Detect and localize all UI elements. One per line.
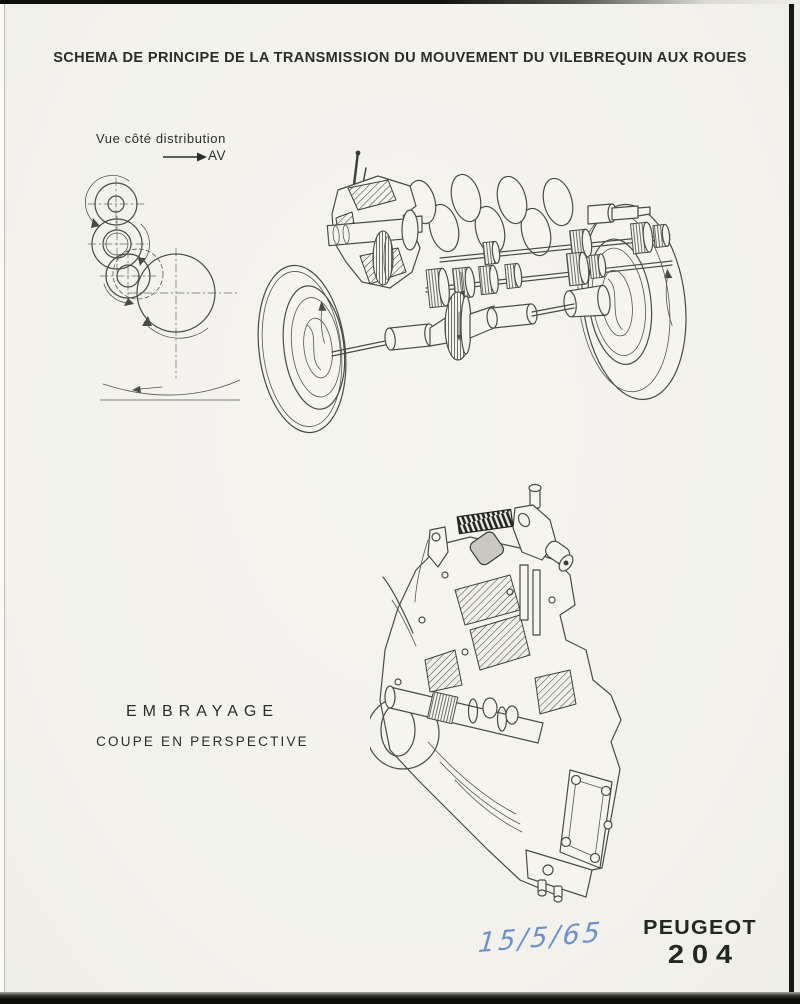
side-flange-plate <box>559 769 613 869</box>
final-drive-axle <box>331 291 575 361</box>
clutch-caption-subtitle: COUPE EN PERSPECTIVE <box>96 734 309 749</box>
photo-edge-right-line <box>789 0 794 1004</box>
clutch-cutaway-figure <box>366 480 670 915</box>
brand-model: 204 <box>667 939 740 969</box>
photo-edge-top <box>0 0 800 4</box>
brand-name: PEUGEOT <box>643 917 757 939</box>
right-axle-stub <box>563 284 611 318</box>
brand-block: PEUGEOT 204 <box>628 917 772 970</box>
timing-gear-1 <box>85 175 138 228</box>
ring-gear <box>444 291 472 361</box>
road-line <box>99 379 241 401</box>
bottom-mount <box>525 849 593 903</box>
scan-edge-left <box>0 0 4 1004</box>
view-side-label: Vue côté distribution <box>96 131 226 146</box>
clutch-assembly <box>326 150 421 289</box>
center-lines <box>87 177 241 379</box>
av-arrow-icon <box>163 152 207 162</box>
wheel-circle <box>136 253 216 339</box>
front-direction: AV <box>163 148 233 164</box>
mainshaft <box>384 685 544 744</box>
clutch-caption-title: EMBRAYAGE <box>126 703 279 720</box>
page-title: SCHEMA DE PRINCIPE DE LA TRANSMISSION DU… <box>53 49 747 66</box>
timing-gear-2 <box>91 218 150 270</box>
photo-edge-left-line <box>4 0 5 1004</box>
scan-edge-right <box>794 0 800 1004</box>
gear-schematic-figure <box>60 170 241 425</box>
left-wheel <box>257 264 347 434</box>
drivetrain-figure <box>240 130 800 445</box>
right-wheel <box>577 203 687 401</box>
clutch-caption: EMBRAYAGE COUPE EN PERSPECTIVE <box>95 703 310 749</box>
photo-edge-bottom <box>0 992 800 1004</box>
primary-shaft <box>439 221 671 266</box>
av-label: AV <box>208 148 227 163</box>
handwritten-date: 15/5/65 <box>476 916 605 960</box>
clutch-release-mechanism <box>414 483 574 603</box>
crankshaft <box>399 173 651 257</box>
secondary-shaft <box>425 251 673 309</box>
